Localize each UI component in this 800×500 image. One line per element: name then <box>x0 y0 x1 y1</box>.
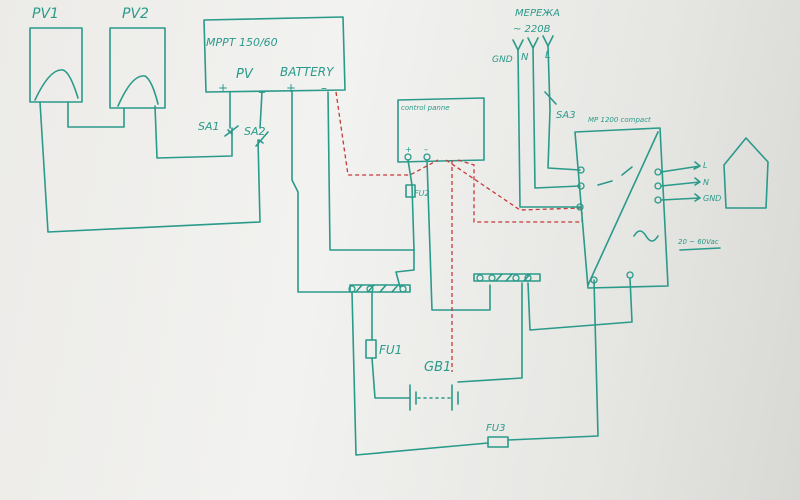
fu1-fuse <box>365 339 377 359</box>
sa3-label: SA3 <box>556 110 576 121</box>
sa1-switch <box>224 125 239 137</box>
mppt-pv-minus-wire <box>259 91 263 129</box>
grid-voltage-label: ~ 220В <box>513 24 551 35</box>
pv2-feed-wire <box>154 105 233 159</box>
mp-out-n-terminal <box>654 182 662 190</box>
fu3-loop-wire <box>351 291 489 456</box>
mp-dc-plus-terminal <box>590 276 598 284</box>
out-l-label: L <box>703 161 707 170</box>
mp-out-gnd-terminal <box>654 196 662 204</box>
gb1-battery <box>409 384 459 411</box>
grid-gnd-wire <box>517 49 581 208</box>
fu3-fuse <box>487 436 509 448</box>
house-icon <box>723 137 769 209</box>
control-minus-label: – <box>424 145 428 154</box>
mppt-pv-label: PV <box>236 67 254 82</box>
control-plus-label: + <box>405 145 412 154</box>
sa2-label: SA2 <box>244 125 266 138</box>
sa2-switch <box>255 131 269 147</box>
pv1-label: PV1 <box>32 6 59 22</box>
multiplus-label: MP 1200 compact <box>588 116 651 124</box>
mppt-controller-box <box>203 16 346 93</box>
grid-gnd-label: GND <box>492 55 513 65</box>
gb1-label: GB1 <box>424 360 451 375</box>
pv1-panel <box>29 27 83 103</box>
negative-to-mp-wire <box>527 277 633 331</box>
battery-minus-wire <box>457 282 523 383</box>
out-n-label: N <box>703 178 709 187</box>
control-panel-label: control panne <box>401 104 450 112</box>
out-voltage-label: 20 ~ 60Vac <box>678 238 719 246</box>
mppt-battery-plus-label: + <box>286 81 296 95</box>
negative-bus-terminal <box>476 274 484 282</box>
pv1-return-wire <box>39 101 261 233</box>
out-n-arrow <box>660 177 701 187</box>
pv-series-wire <box>67 101 125 128</box>
mp-in-gnd-terminal <box>576 203 584 211</box>
mppt-pv-minus-label: _ <box>258 79 266 93</box>
pv2-label: PV2 <box>122 6 149 22</box>
mp-in-n-terminal <box>577 182 585 190</box>
grid-n-wire <box>532 47 581 189</box>
positive-bus-terminal <box>366 285 374 293</box>
multiplus-signal-line-3 <box>445 159 583 211</box>
mppt-battery-minus-label: – <box>321 81 327 95</box>
negative-bus-terminal <box>524 274 532 282</box>
mppt-signal-line <box>335 91 439 176</box>
sa1-label: SA1 <box>198 120 220 133</box>
battery-plus-wire-2 <box>371 357 411 399</box>
control-panel-box <box>397 97 485 163</box>
control-minus-wire <box>426 159 491 311</box>
mppt-battery-label: BATTERY <box>280 65 335 79</box>
out-gnd-arrow <box>660 193 701 202</box>
pv2-panel <box>109 27 166 109</box>
fu2-fuse <box>405 184 416 198</box>
grid-l-label: L <box>545 50 551 61</box>
mppt-pv-plus-label: + <box>218 81 228 95</box>
grid-l-wire <box>547 45 581 171</box>
mppt-title-label: MPPT 150/60 <box>206 36 278 49</box>
multiplus-box <box>574 127 669 289</box>
fu1-label: FU1 <box>379 343 402 357</box>
mppt-battery-plus-wire <box>291 91 351 293</box>
negative-bus-terminal <box>512 274 520 282</box>
mppt-battery-minus-wire <box>327 91 415 288</box>
out-voltage-underline <box>679 247 721 251</box>
ac-sine-symbol <box>633 230 659 242</box>
grid-n-label: N <box>521 52 529 63</box>
sa3-switch <box>544 91 557 105</box>
mp-in-l-terminal <box>577 166 585 174</box>
out-l-arrow <box>660 161 701 173</box>
control-terminal-minus <box>423 153 431 161</box>
positive-bus-terminal <box>399 285 407 293</box>
fu3-label: FU3 <box>486 423 505 434</box>
mp-dc-minus-terminal <box>626 271 634 279</box>
out-gnd-label: GND <box>703 194 721 203</box>
negative-bus-terminal <box>488 274 496 282</box>
grid-title-label: МЕРЕЖА <box>515 8 560 19</box>
fu2-label: FU2 <box>414 189 430 198</box>
fu3-return-wire <box>507 279 599 441</box>
control-terminal-plus <box>404 153 412 161</box>
mp-out-l-terminal <box>654 168 662 176</box>
